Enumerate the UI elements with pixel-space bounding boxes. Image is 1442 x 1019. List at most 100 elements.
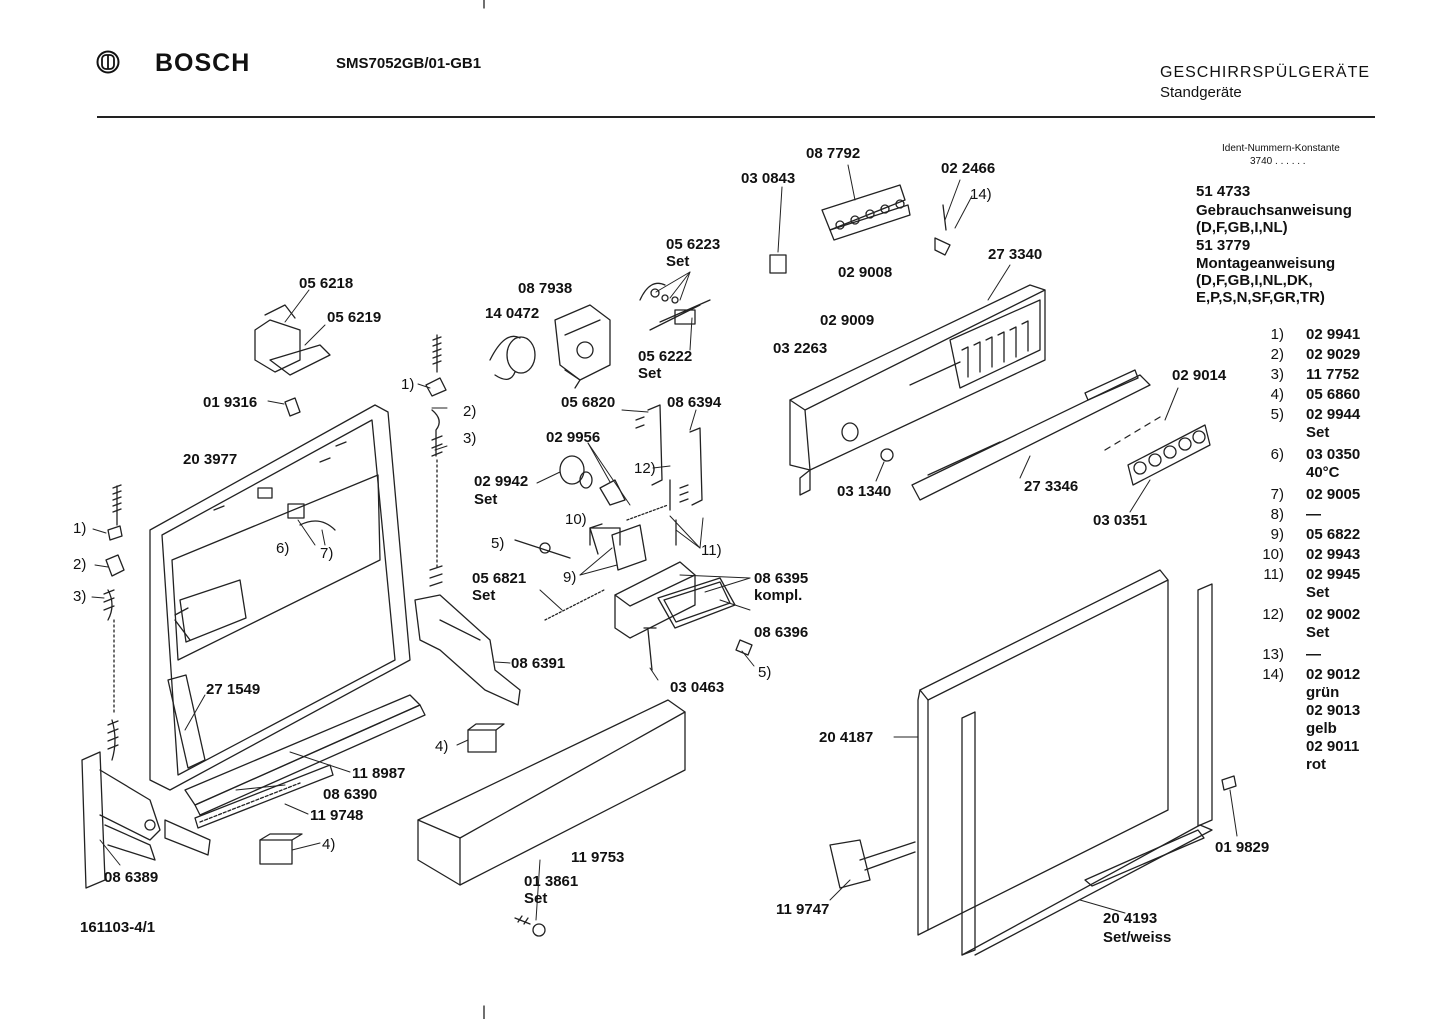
part-label-087938: 08 7938 [518, 280, 573, 297]
legend-key: 1) [1270, 326, 1284, 343]
knob-shape [489, 335, 536, 380]
leader-lines [91, 164, 1238, 921]
part-label-056820: 05 6820 [561, 394, 616, 411]
part-label-013861: 01 3861 [524, 873, 579, 890]
part-label-022466: 02 2466 [941, 160, 996, 177]
legend-key: 13) [1262, 646, 1284, 663]
part-label-056222: 05 6222 [638, 348, 693, 365]
legend-key: 14) [1262, 666, 1284, 683]
doc-1-langs: (D,F,GB,I,NL) [1196, 219, 1288, 236]
legend-value: 02 9943 [1306, 546, 1361, 563]
part-label-204187: 20 4187 [819, 729, 874, 746]
legend-value: — [1306, 646, 1321, 663]
legend-value: rot [1306, 756, 1326, 773]
control-panel-shape [789, 284, 1046, 496]
part-label-273340: 27 3340 [988, 246, 1043, 263]
doc-2-title: Montageanweisung [1196, 255, 1336, 272]
part-label-056222-set: Set [638, 365, 662, 382]
door-lock-shape [514, 523, 753, 671]
part-label-4b: 4) [322, 836, 336, 853]
part-label-056219: 05 6219 [327, 309, 382, 326]
connector-shape [769, 254, 787, 274]
drawing-number: 161103-4/1 [80, 919, 156, 936]
part-label-056218: 05 6218 [299, 275, 354, 292]
part-label-030463: 03 0463 [670, 679, 725, 696]
part-label-056821: 05 6821 [472, 570, 527, 587]
legend-key: 4) [1270, 386, 1284, 403]
selector-disk-shape [639, 282, 679, 304]
legend-key: 9) [1270, 526, 1284, 543]
part-label-203977: 20 3977 [183, 451, 238, 468]
part-label-6a: 6) [276, 540, 290, 557]
header-rule [97, 116, 1375, 118]
category-title: GESCHIRRSPÜLGERÄTE [1160, 64, 1371, 81]
legend-value: — [1306, 506, 1321, 523]
part-label-140472: 14 0472 [485, 305, 540, 322]
legend-value: 02 9005 [1306, 486, 1361, 503]
part-label-14a: 14) [970, 186, 992, 203]
part-label-029956: 02 9956 [546, 429, 601, 446]
part-label-029014: 02 9014 [1172, 367, 1227, 384]
model-number: SMS7052GB/01-GB1 [336, 55, 482, 72]
door-trim-shape [167, 674, 426, 829]
lamp-lead-shape [942, 204, 947, 231]
right-hinge-shape [414, 334, 521, 706]
part-label-1b: 1) [73, 520, 87, 537]
wire-shape [299, 520, 336, 531]
legend-key: 12) [1262, 606, 1284, 623]
part-label-204193-set: Set/weiss [1103, 929, 1172, 946]
part-label-032263: 03 2263 [773, 340, 828, 357]
block-4-top [467, 723, 505, 731]
legend-value: gelb [1306, 720, 1337, 737]
part-label-11a: 11) [701, 542, 722, 559]
part-label-2a: 2) [463, 403, 477, 420]
legend-value: 05 6822 [1306, 526, 1361, 543]
part-label-5b: 5) [758, 664, 772, 681]
part-label-1a: 1) [401, 376, 415, 393]
legend-value: 02 9941 [1306, 326, 1361, 343]
legend-value: grün [1306, 684, 1340, 701]
ident-label: Ident-Nummern-Konstante [1222, 143, 1340, 154]
rotary-knob-shape [880, 448, 894, 462]
part-label-029942-set: Set [474, 491, 498, 508]
part-label-086390: 08 6390 [323, 786, 378, 803]
part-label-056821-set: Set [472, 587, 496, 604]
part-label-10a: 10) [565, 511, 587, 528]
legend-key: 2) [1270, 346, 1284, 363]
part-label-086396: 08 6396 [754, 624, 809, 641]
brand-name: BOSCH [155, 49, 251, 77]
part-label-119747: 11 9747 [776, 901, 830, 918]
legend-value: 05 6860 [1306, 386, 1361, 403]
legend-value: 40°C [1306, 464, 1340, 481]
part-label-086389: 08 6389 [104, 869, 159, 886]
part-label-12a: 12) [634, 460, 656, 477]
block-4-shape [467, 729, 497, 753]
legend-key: 10) [1262, 546, 1284, 563]
legend-value: 02 9945 [1306, 566, 1361, 583]
legend-value: 02 9011 [1306, 738, 1360, 755]
part-label-029008: 02 9008 [838, 264, 893, 281]
button-row-shape [1104, 416, 1211, 486]
doc-1-title: Gebrauchsanweisung [1196, 202, 1352, 219]
part-label-273346: 27 3346 [1024, 478, 1079, 495]
part-label-031340: 03 1340 [837, 483, 892, 500]
micro-switch-shape [559, 404, 703, 546]
doc-2-langs-2: E,P,S,N,SF,GR,TR) [1196, 289, 1325, 306]
side-panel-shape [917, 569, 1169, 936]
legend-value: Set [1306, 424, 1330, 441]
part-label-5a: 5) [491, 535, 505, 552]
switch-rod-shape [649, 299, 711, 331]
legend-key: 11) [1263, 566, 1284, 583]
part-label-204193: 20 4193 [1103, 910, 1158, 927]
part-label-030351: 03 0351 [1093, 512, 1148, 529]
legend-value: 02 9944 [1306, 406, 1361, 423]
part-label-086395-kompl: kompl. [754, 587, 803, 604]
ident-value: 3740 . . . . . . [1250, 156, 1306, 167]
block-4b-shape [259, 839, 293, 865]
mounting-bracket-shape [829, 839, 916, 889]
doc-1-number: 51 4733 [1196, 183, 1251, 200]
legend-key: 7) [1270, 486, 1284, 503]
part-label-087792: 08 7792 [806, 145, 861, 162]
thermostat-shape [287, 503, 305, 519]
